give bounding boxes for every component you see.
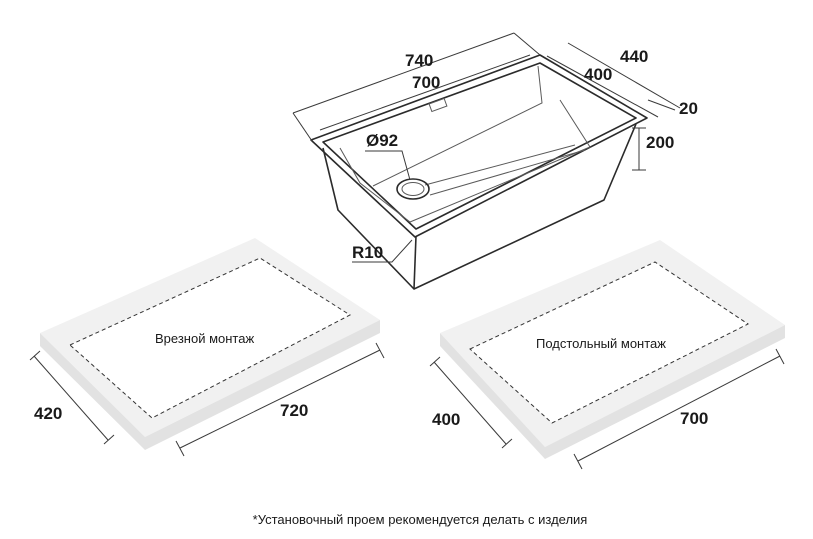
cutout-width-dim: 420 <box>34 404 62 423</box>
footnote: *Установочный проем рекомендуется делать… <box>253 512 588 527</box>
sink-inner-rim <box>322 62 637 230</box>
overflow-slot <box>428 97 448 113</box>
dim-radius: R10 <box>352 243 383 262</box>
cutout-width-dim: 400 <box>432 410 460 429</box>
dim-inner-length: 700 <box>412 73 440 92</box>
sink-dimensions: 740 700 440 400 20 200 Ø92 R10 <box>292 32 698 263</box>
dim-inner-width: 400 <box>584 65 612 84</box>
cutout-length-dim: 700 <box>680 409 708 428</box>
sink-bowl-floor <box>339 99 591 223</box>
dim-outer-length: 740 <box>405 51 433 70</box>
cutout-outline <box>469 261 749 424</box>
sink-outer-rim <box>310 54 648 238</box>
cutout-undermount: Подстольный монтаж 400 700 <box>429 240 785 470</box>
countertop-slab <box>440 240 785 447</box>
cutout-length-dim: 720 <box>280 401 308 420</box>
cutout-label: Подстольный монтаж <box>536 336 666 351</box>
dim-depth: 200 <box>646 133 674 152</box>
dim-rim: 20 <box>679 99 698 118</box>
dim-outer-width: 440 <box>620 47 648 66</box>
cutout-flush-mount: Врезной монтаж 420 720 <box>29 238 385 457</box>
drain-hole <box>396 178 430 200</box>
cutout-label: Врезной монтаж <box>155 331 254 346</box>
sink-isometric <box>310 54 648 290</box>
dim-drain: Ø92 <box>366 131 398 150</box>
countertop-slab <box>40 238 380 437</box>
sink-bowl-front-edge <box>413 235 417 290</box>
cutout-outline <box>69 257 352 419</box>
